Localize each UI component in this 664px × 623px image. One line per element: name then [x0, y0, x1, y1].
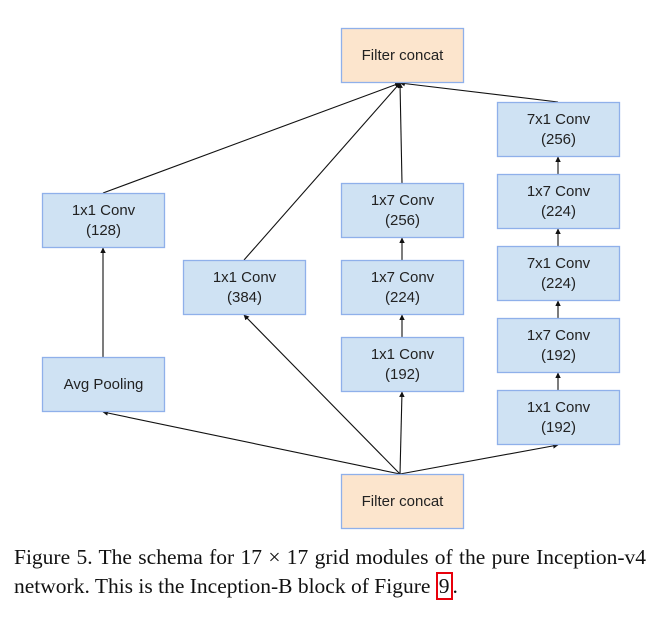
caption-text: Figure 5. The schema for 17 × 17 grid mo… [14, 545, 646, 598]
node-filter-count: (224) [385, 289, 420, 306]
layer-box [340, 182, 465, 239]
edge-concat-bottom-to-b3-c1 [399, 391, 405, 475]
edge-concat-bottom-to-b1-pool [102, 410, 401, 475]
node-label: 1x1 Conv [371, 346, 435, 363]
node-b4-c2: 1x7 Conv (192) [496, 317, 621, 374]
node-b1-pool: Avg Pooling [41, 356, 166, 413]
node-filter-count: (256) [541, 131, 576, 148]
node-b4-c4: 1x7 Conv (224) [496, 173, 621, 230]
node-label: Filter concat [362, 493, 445, 510]
layer-box [340, 336, 465, 393]
layer-box [340, 259, 465, 316]
node-label: 1x1 Conv [72, 202, 136, 219]
layer-box [41, 192, 166, 249]
node-b1-conv: 1x1 Conv (128) [41, 192, 166, 249]
node-concat-top: Filter concat [340, 27, 465, 84]
node-label: 1x7 Conv [371, 192, 435, 209]
concat-box [340, 473, 465, 530]
node-b3-c2: 1x7 Conv (224) [340, 259, 465, 316]
node-filter-count: (192) [541, 347, 576, 364]
node-filter-count: (224) [541, 275, 576, 292]
node-label: 7x1 Conv [527, 111, 591, 128]
node-concat-bottom: Filter concat [340, 473, 465, 530]
layer-box [496, 317, 621, 374]
edge-b1-conv-to-concat-top [102, 82, 401, 194]
nodes: Filter concat 1x1 Conv (128) Avg Pooling 1x1… [41, 27, 621, 530]
node-b3-c1: 1x1 Conv (192) [340, 336, 465, 393]
node-b3-c3: 1x7 Conv (256) [340, 182, 465, 239]
layer-box [496, 389, 621, 446]
node-filter-count: (128) [86, 222, 121, 239]
concat-box [340, 27, 465, 84]
node-label: 7x1 Conv [527, 255, 591, 272]
layer-box [182, 259, 307, 316]
node-label: 1x1 Conv [213, 269, 277, 286]
node-b4-c1: 1x1 Conv (192) [496, 389, 621, 446]
figure-reference-link[interactable]: 9 [435, 572, 453, 600]
node-filter-count: (192) [385, 366, 420, 383]
edge-b3-c3-to-concat-top [397, 82, 403, 184]
figure-caption: Figure 5. The schema for 17 × 17 grid mo… [14, 543, 646, 601]
layer-box [496, 101, 621, 158]
node-label: Avg Pooling [64, 376, 144, 393]
layer-box [496, 245, 621, 302]
node-filter-count: (192) [541, 419, 576, 436]
caption-end: . [452, 574, 458, 598]
node-b4-c3: 7x1 Conv (224) [496, 245, 621, 302]
node-filter-count: (256) [385, 212, 420, 229]
node-b4-c5: 7x1 Conv (256) [496, 101, 621, 158]
layer-box [496, 173, 621, 230]
node-b2-conv: 1x1 Conv (384) [182, 259, 307, 316]
edge-concat-bottom-to-b2-conv [243, 314, 401, 475]
edges [100, 80, 561, 475]
node-filter-count: (224) [541, 203, 576, 220]
node-label: 1x7 Conv [527, 183, 591, 200]
layer-box [41, 356, 166, 413]
inception-b-diagram: Filter concat 1x1 Conv (128) Avg Pooling 1x1… [41, 27, 621, 530]
node-label: 1x1 Conv [527, 399, 591, 416]
node-label: 1x7 Conv [371, 269, 435, 286]
node-filter-count: (384) [227, 289, 262, 306]
edge-b2-conv-to-concat-top [243, 82, 401, 261]
node-label: Filter concat [362, 47, 445, 64]
edge-concat-bottom-to-b4-c1 [399, 443, 559, 475]
node-label: 1x7 Conv [527, 327, 591, 344]
edge-b4-c5-to-concat-top [399, 80, 559, 103]
